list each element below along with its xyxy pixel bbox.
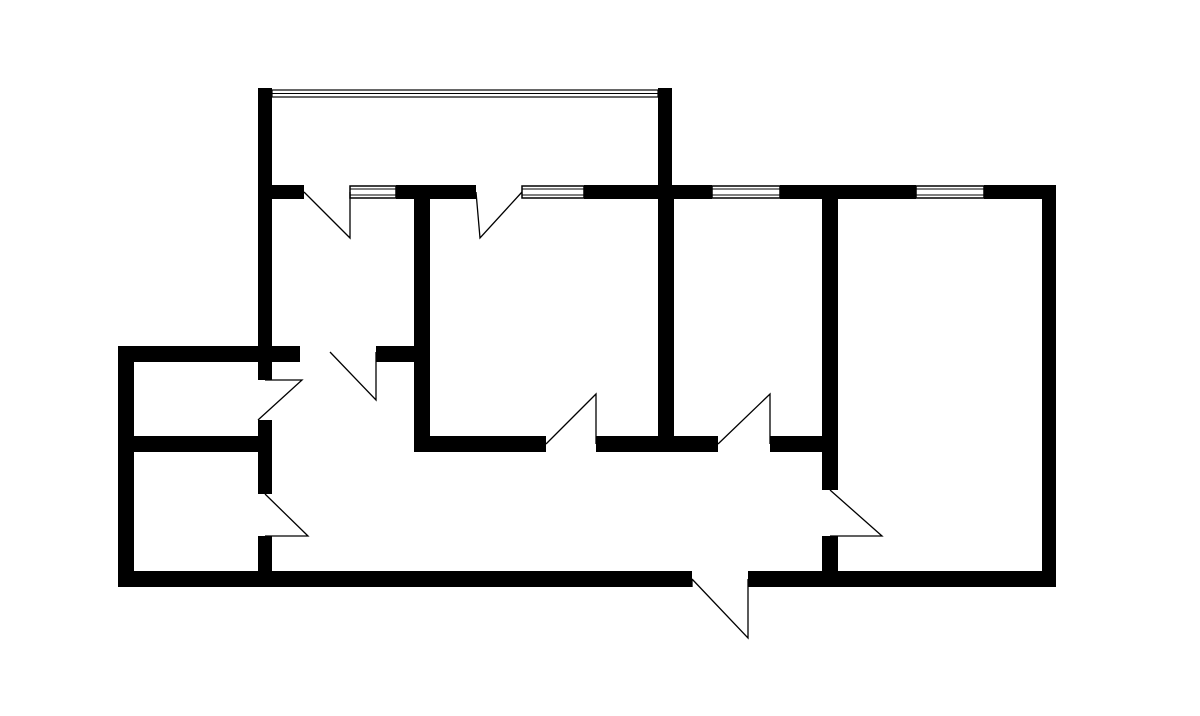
- door-kitchen: [329, 351, 377, 402]
- wall-room12-divider: [658, 190, 674, 452]
- wall-bath-left: [118, 346, 134, 587]
- window-room-3: [915, 185, 985, 199]
- wall-top-4: [780, 185, 916, 199]
- walls: [118, 185, 1056, 587]
- door-entrance: [691, 578, 749, 640]
- balcony: [258, 88, 672, 193]
- wall-room3-lower: [822, 536, 838, 587]
- window-room-1: [521, 185, 585, 199]
- wall-room1-bottom-1: [414, 436, 546, 452]
- window-room-2: [711, 185, 781, 199]
- door-room-1: [545, 392, 597, 445]
- wall-room1-bottom-2: [596, 436, 718, 452]
- wall-kitchen-stub: [376, 346, 430, 362]
- wall-bottom-2: [748, 571, 1056, 587]
- windows: [349, 185, 985, 199]
- wall-left-upper: [258, 185, 272, 380]
- doors: [257, 191, 884, 640]
- window-kitchen: [349, 185, 397, 199]
- wall-room23-divider: [822, 190, 838, 490]
- wall-top-2: [396, 185, 476, 199]
- door-balcony-kitchen: [303, 191, 351, 240]
- door-room-3: [829, 489, 884, 537]
- door-balcony-room-1: [475, 191, 523, 240]
- door-room-2: [717, 392, 771, 445]
- balcony-wall-right: [658, 88, 672, 193]
- wall-right: [1042, 185, 1056, 587]
- wall-bath-top: [118, 346, 300, 362]
- wall-top-3: [584, 185, 712, 199]
- door-toilet: [264, 493, 310, 537]
- wall-bath-divider: [118, 436, 270, 452]
- wall-room2-bottom: [770, 436, 838, 452]
- wall-top-5: [984, 185, 1056, 199]
- wall-bath-right-1: [258, 420, 272, 494]
- balcony-wall-left: [258, 88, 272, 193]
- wall-kitchen-divider: [414, 190, 430, 450]
- door-bathroom: [257, 379, 304, 421]
- wall-bottom-1: [118, 571, 692, 587]
